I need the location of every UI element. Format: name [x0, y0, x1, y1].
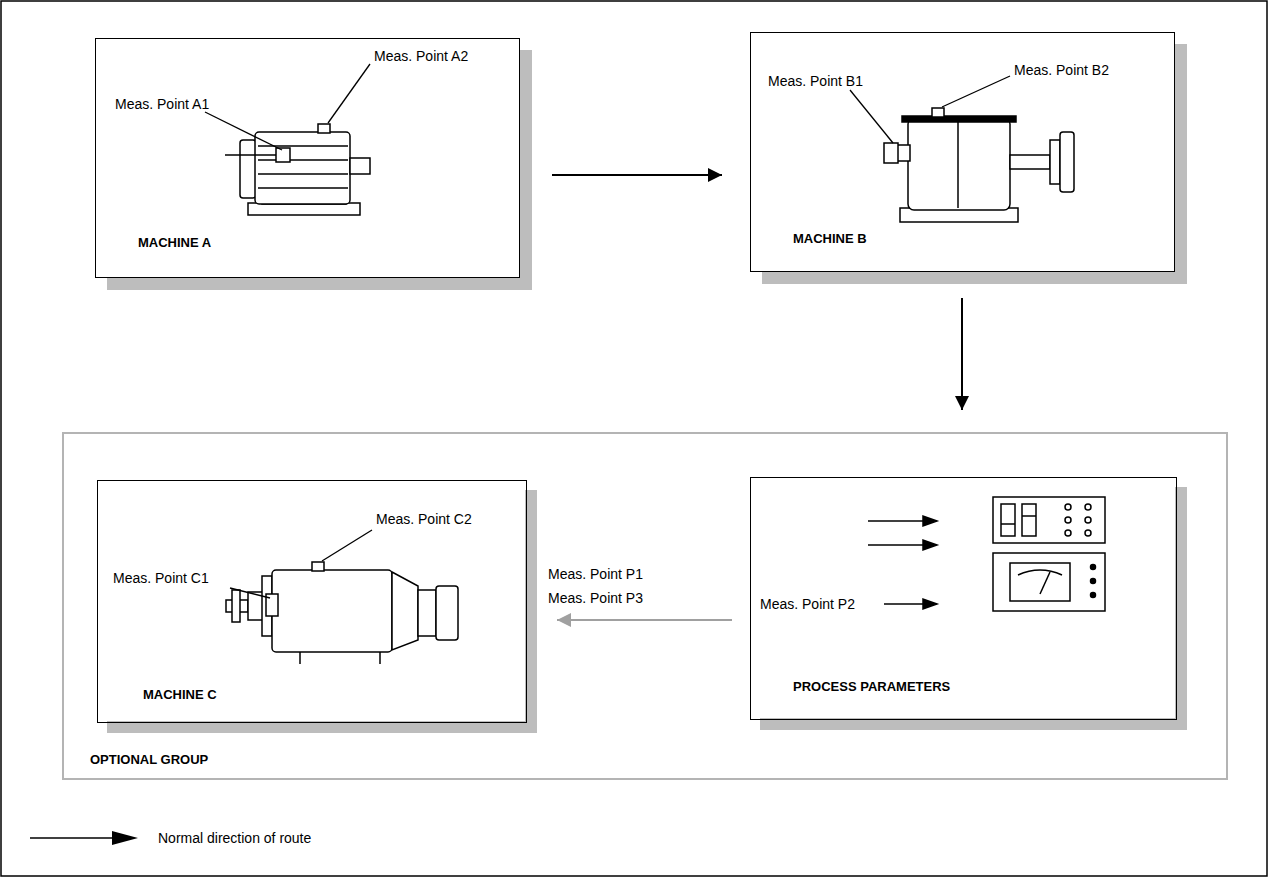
- measurement-point-label: Meas. Point C2: [376, 511, 472, 527]
- box-title: MACHINE C: [143, 687, 217, 702]
- legend-text: Normal direction of route: [158, 830, 311, 846]
- measurement-point-label: Meas. Point P2: [760, 596, 855, 612]
- box-title: PROCESS PARAMETERS: [793, 679, 950, 694]
- box-title: MACHINE B: [793, 231, 867, 246]
- motor-c: [226, 562, 458, 664]
- measurement-point-label: Meas. Point P3: [548, 590, 643, 606]
- motor-a: [225, 124, 370, 215]
- gearbox-b: [884, 108, 1074, 222]
- box-title: OPTIONAL GROUP: [90, 752, 208, 767]
- group-box: OPTIONAL GROUP MACHINE C PROCESS PARAMETER…: [62, 432, 1228, 780]
- leader-lines: [205, 64, 1010, 598]
- parameter-arrows: [868, 516, 937, 609]
- measurement-point-label: Meas. Point C1: [113, 570, 209, 586]
- instrument-panels: [993, 497, 1105, 611]
- route-arrow: [557, 619, 732, 621]
- measurement-point-label: Meas. Point P1: [548, 566, 643, 582]
- machine-box: MACHINE A: [95, 38, 520, 278]
- measurement-point-label: Meas. Point B1: [768, 73, 863, 89]
- measurement-point-label: Meas. Point B2: [1014, 62, 1109, 78]
- route-arrow: [961, 298, 963, 410]
- machine-box: MACHINE B: [750, 32, 1175, 272]
- box-title: MACHINE A: [138, 235, 211, 250]
- measurement-point-label: Meas. Point A1: [115, 96, 209, 112]
- route-arrow: [552, 174, 722, 176]
- legend-sample: [30, 831, 138, 845]
- measurement-point-label: Meas. Point A2: [374, 48, 468, 64]
- box-grounds: [95, 32, 1175, 721]
